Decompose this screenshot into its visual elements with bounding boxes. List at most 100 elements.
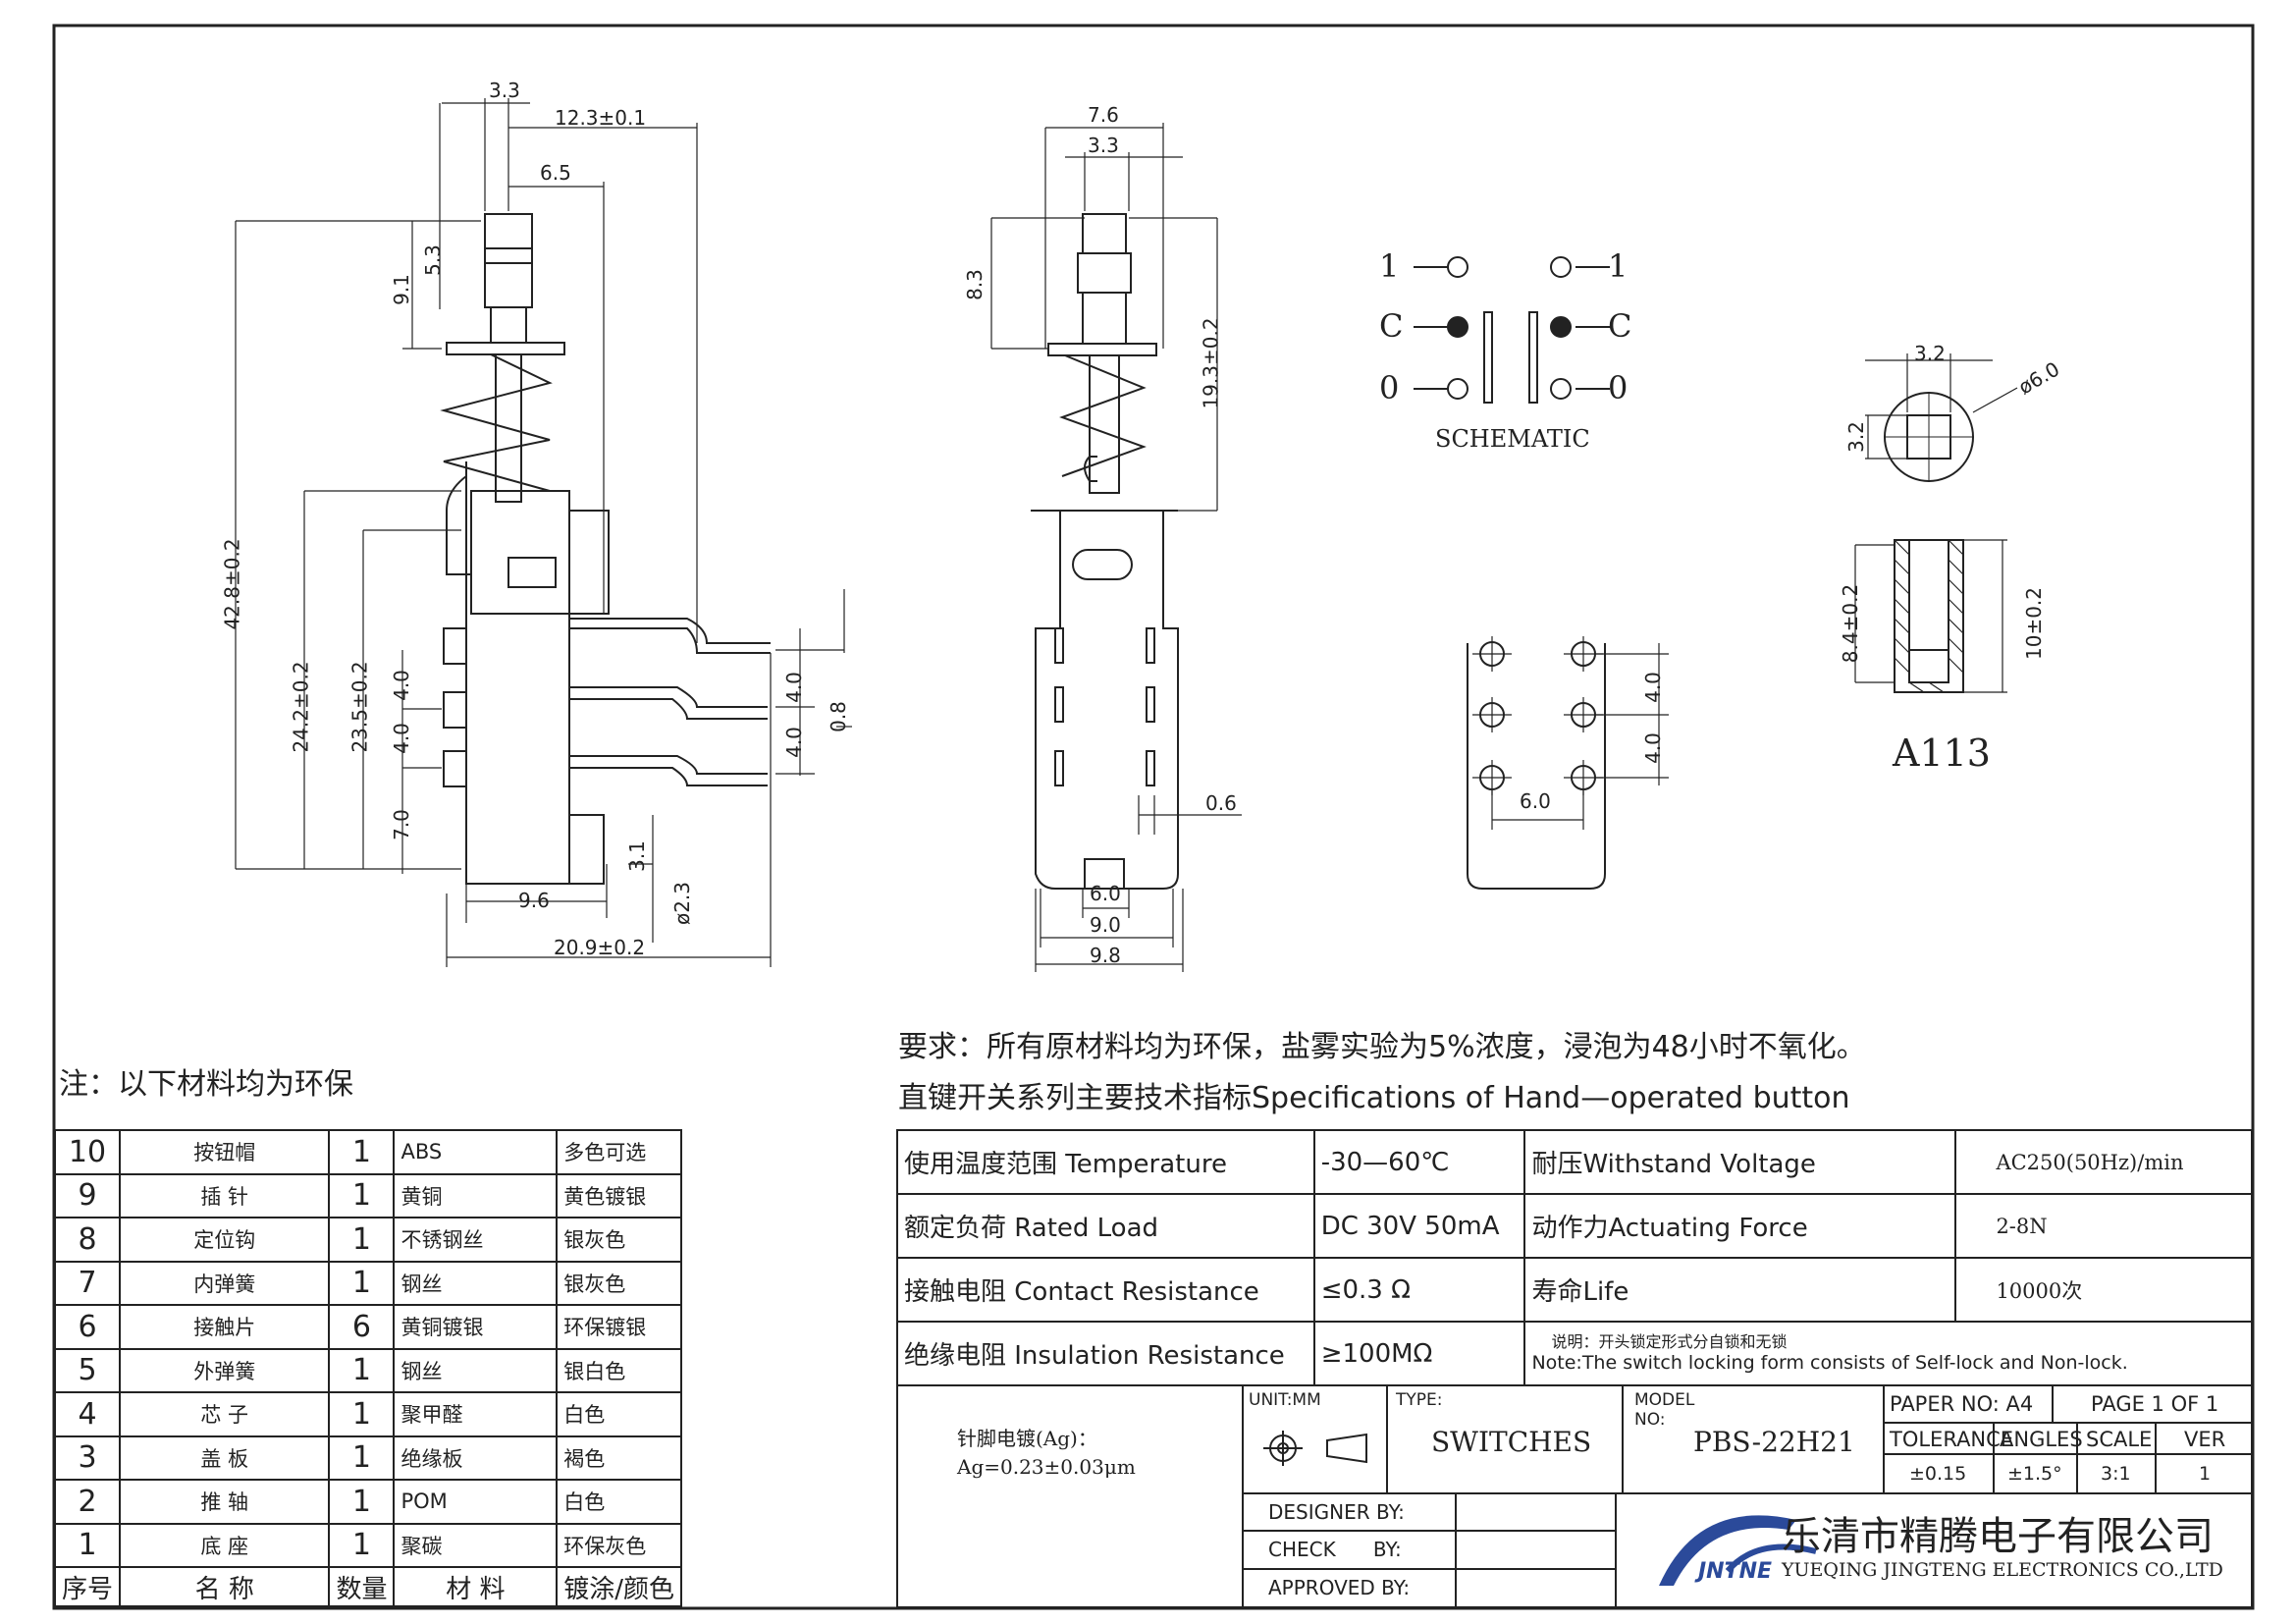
bom-finish: 银白色 [556, 1347, 682, 1393]
dim-label: 4.0 [389, 723, 413, 754]
bom-index: 8 [53, 1217, 122, 1263]
model-no-label: NO: [1634, 1410, 1666, 1430]
spec-value: -30—60℃ [1312, 1129, 1526, 1195]
bom-finish: 白色 [556, 1391, 682, 1437]
bom-qty: 1 [328, 1260, 396, 1306]
bom-material: 不锈钢丝 [393, 1217, 559, 1263]
bom-index: 6 [53, 1304, 122, 1350]
bom-qty: 1 [328, 1172, 396, 1218]
bom-material: 黄铜 [393, 1172, 559, 1218]
ver-label: VER [2184, 1428, 2226, 1451]
bom-part-name: 接触片 [119, 1304, 331, 1350]
dim-label: 3.3 [1088, 134, 1119, 157]
bom-finish: 环保镀银 [556, 1304, 682, 1350]
pin-label-0-right: 0 [1608, 369, 1629, 406]
company-name-en: YUEQING JINGTENG ELECTRONICS CO.,LTD [1782, 1559, 2223, 1581]
bom-index: 5 [53, 1347, 122, 1393]
tolerance-value: ±0.15 [1909, 1463, 1967, 1485]
bom-part-name: 推 轴 [119, 1479, 331, 1525]
bom-qty: 1 [328, 1129, 396, 1175]
dim-label: 4.0 [781, 672, 806, 703]
dim-label: 12.3±0.1 [555, 106, 647, 130]
bom-material: 绝缘板 [393, 1435, 559, 1481]
bom-qty: 1 [328, 1522, 396, 1568]
angles-value: ±1.5° [2007, 1463, 2062, 1485]
pcb-layout [1467, 636, 1669, 890]
check-label: CHECK BY: [1268, 1538, 1402, 1561]
plating-label: 针脚电镀(Ag)： [957, 1427, 1097, 1450]
bom-part-name: 盖 板 [119, 1435, 331, 1481]
bom-finish: 环保灰色 [556, 1522, 682, 1568]
side-view [235, 98, 852, 967]
spec-value-2: 2-8N [1954, 1193, 2253, 1259]
spec-value: ≥100MΩ [1312, 1321, 1526, 1386]
spec-name: 接触电阻 Contact Resistance [896, 1257, 1315, 1323]
bom-qty: 1 [328, 1435, 396, 1481]
dim-label: 9.6 [518, 889, 550, 912]
bom-part-name: 外弹簧 [119, 1347, 331, 1393]
dim-label: 19.3±0.2 [1199, 317, 1223, 409]
dim-label: 3.2 [1843, 421, 1868, 453]
scale-value: 3:1 [2101, 1463, 2131, 1485]
ver-value: 1 [2199, 1463, 2212, 1485]
dim-label: 3.1 [624, 840, 649, 872]
dim-label: 6.0 [1090, 882, 1121, 905]
dim-label: 4.0 [1640, 732, 1665, 764]
dim-label: 3.2 [1914, 342, 1946, 365]
bom-finish: 银灰色 [556, 1260, 682, 1306]
dim-label: 9.0 [1090, 913, 1121, 937]
bom-material: ABS [393, 1129, 559, 1175]
bom-material: 聚甲醛 [393, 1391, 559, 1437]
bom-part-name: 内弹簧 [119, 1260, 331, 1306]
bom-finish: 黄色镀银 [556, 1172, 682, 1218]
projection-symbol-icon [1258, 1429, 1376, 1472]
unit-label: UNIT:MM [1249, 1390, 1321, 1410]
spec-value: ≤0.3 Ω [1312, 1257, 1526, 1323]
bom-part-name: 底 座 [119, 1522, 331, 1568]
dim-label: 7.0 [389, 809, 413, 840]
spec-name-2: 动作力Actuating Force [1523, 1193, 1957, 1259]
dim-label: 20.9±0.2 [554, 936, 646, 959]
spec-name-2: 寿命Life [1523, 1257, 1957, 1323]
front-view [990, 123, 1242, 972]
pin-label-c-right: C [1608, 307, 1632, 345]
dim-label: 4.0 [781, 727, 806, 758]
bom-material: 黄铜镀银 [393, 1304, 559, 1350]
bom-index: 3 [53, 1435, 122, 1481]
bom-index: 4 [53, 1391, 122, 1437]
dim-label: 23.5±0.2 [347, 661, 372, 753]
bom-header-qty: 数量 [328, 1566, 396, 1607]
pin-label-0-left: 0 [1379, 369, 1400, 406]
designer-label: DESIGNER BY: [1268, 1500, 1405, 1524]
spec-title: 直键开关系列主要技术指标Specifications of Hand—opera… [898, 1081, 1850, 1115]
schematic [1414, 256, 1610, 404]
spec-name: 额定负荷 Rated Load [896, 1193, 1315, 1259]
company-logo-text: JNTNE [1698, 1559, 1773, 1584]
dim-label: 3.3 [489, 79, 520, 102]
spec-value-2: 10000次 [1954, 1257, 2253, 1323]
angles-label: ANGLES [2000, 1428, 2083, 1451]
bom-finish: 褐色 [556, 1435, 682, 1481]
bom-finish: 银灰色 [556, 1217, 682, 1263]
bom-part-name: 按钮帽 [119, 1129, 331, 1175]
bom-header-index: 序号 [53, 1566, 122, 1607]
bom-qty: 1 [328, 1217, 396, 1263]
plating-value: Ag=0.23±0.03μm [957, 1455, 1136, 1479]
cap-a113 [1854, 353, 2018, 693]
dim-label: 8.4±0.2 [1839, 583, 1863, 664]
tolerance-label: TOLERANCE [1890, 1428, 2014, 1451]
spec-value: DC 30V 50mA [1312, 1193, 1526, 1259]
spec-value-2: AC250(50Hz)/min [1954, 1129, 2253, 1195]
bom-header-name: 名 称 [119, 1566, 331, 1607]
bom-index: 9 [53, 1172, 122, 1218]
company-name-cn: 乐清市精腾电子有限公司 [1782, 1514, 2214, 1559]
bom-qty: 6 [328, 1304, 396, 1350]
scale-label: SCALE [2086, 1428, 2153, 1451]
